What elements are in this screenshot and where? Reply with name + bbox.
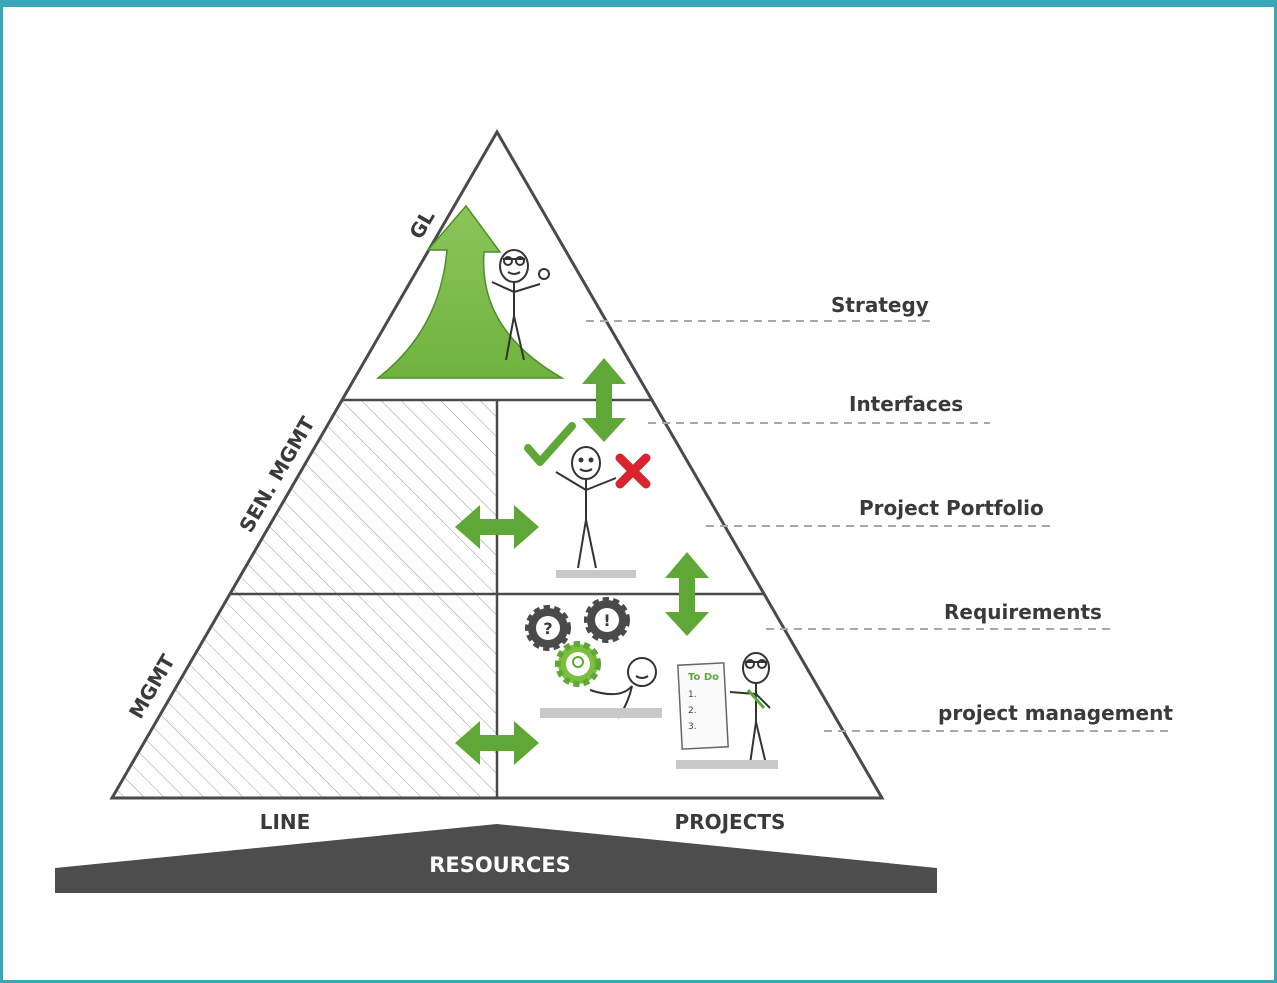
vertical-arrow-upper-icon: [582, 358, 626, 442]
svg-text:?: ?: [543, 619, 552, 638]
gear-figure-icon: [589, 657, 657, 719]
resources-bar: [55, 824, 937, 893]
line-mgmt-hatch: [112, 594, 497, 798]
base-label-line: LINE: [260, 810, 311, 834]
resources-label: RESOURCES: [429, 853, 571, 877]
horizontal-arrow-upper-icon: [455, 505, 539, 549]
side-label-project-portfolio: Project Portfolio: [859, 496, 1044, 520]
figure-shadow-portfolio: [556, 570, 636, 578]
line-sen-mgmt-hatch: [230, 400, 497, 594]
side-label-interfaces: Interfaces: [849, 392, 963, 416]
pen-icon: [746, 689, 766, 709]
todo-list-icon: To Do 1. 2. 3.: [677, 662, 729, 750]
todo-figure-icon: [729, 652, 771, 765]
vertical-arrow-lower-icon: [665, 552, 709, 636]
side-label-requirements: Requirements: [944, 600, 1102, 624]
gear-question-icon: ?: [525, 605, 571, 651]
side-label-project-management: project management: [938, 701, 1173, 725]
side-label-strategy: Strategy: [831, 293, 929, 317]
horizontal-arrow-lower-icon: [455, 721, 539, 765]
todo-item-1: 1.: [688, 690, 697, 700]
gear-exclamation-icon: !: [584, 597, 630, 643]
todo-item-2: 2.: [688, 706, 697, 716]
gear-lightbulb-icon: [555, 641, 601, 687]
figure-shadow-todo: [676, 760, 778, 769]
todo-item-3: 3.: [688, 722, 697, 732]
figure-shadow-gears: [540, 708, 662, 718]
cross-mark-icon: [615, 453, 651, 489]
thumbs-up-figure-icon: [491, 249, 550, 361]
check-mark-icon: [524, 422, 576, 466]
todo-title: To Do: [688, 672, 719, 683]
base-label-projects: PROJECTS: [675, 810, 786, 834]
decision-figure-icon: [555, 446, 617, 569]
svg-text:!: !: [603, 611, 610, 630]
